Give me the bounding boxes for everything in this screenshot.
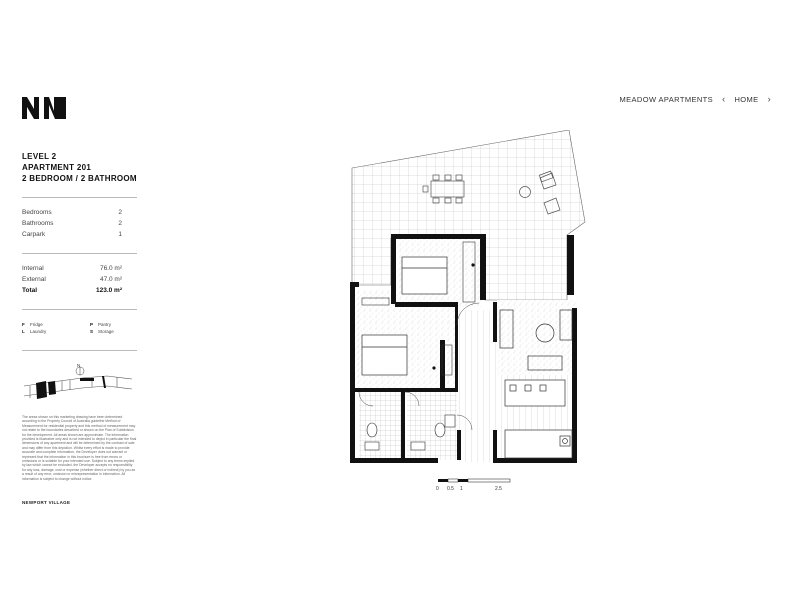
chevron-left-icon[interactable]: ‹ xyxy=(722,94,726,104)
stat-row-bedrooms: Bedrooms 2 xyxy=(22,209,122,216)
area-row-external: External 47.0 m² xyxy=(22,276,122,283)
apartment-title: LEVEL 2 APARTMENT 201 2 BEDROOM / 2 BATH… xyxy=(22,151,137,184)
stat-row-carpark: Carpark 1 xyxy=(22,231,122,238)
divider xyxy=(22,350,137,351)
location-key-map: N xyxy=(23,364,133,399)
scale-tick-2.5: 2.5 xyxy=(495,486,502,492)
divider xyxy=(22,197,137,198)
footer-project: NEWPORT VILLAGE xyxy=(22,500,71,505)
project-link[interactable]: MEADOW APARTMENTS xyxy=(619,94,714,104)
scale-tick-0.5: 0.5 xyxy=(447,486,454,492)
disclaimer-text: The areas shown on this marketing drawin… xyxy=(22,415,137,481)
scale-tick-1: 1 xyxy=(460,486,463,492)
divider xyxy=(22,253,137,254)
scale-bar xyxy=(438,478,511,483)
nv-logo-icon[interactable] xyxy=(22,97,66,119)
home-link[interactable]: HOME xyxy=(734,94,759,104)
floor-plan xyxy=(350,130,586,463)
scale-tick-0: 0 xyxy=(436,486,439,492)
area-row-total: Total 123.0 m² xyxy=(22,287,122,294)
top-navigation: MEADOW APARTMENTS ‹ HOME › xyxy=(619,94,780,104)
apartment-name: APARTMENT 201 xyxy=(22,163,92,172)
area-row-internal: Internal 76.0 m² xyxy=(22,265,122,272)
chevron-right-icon[interactable]: › xyxy=(767,94,771,104)
divider xyxy=(22,309,137,310)
north-label: N xyxy=(77,364,80,368)
apartment-type: 2 BEDROOM / 2 BATHROOM xyxy=(22,174,137,183)
level-label: LEVEL 2 xyxy=(22,152,57,161)
stat-row-bathrooms: Bathrooms 2 xyxy=(22,220,122,227)
